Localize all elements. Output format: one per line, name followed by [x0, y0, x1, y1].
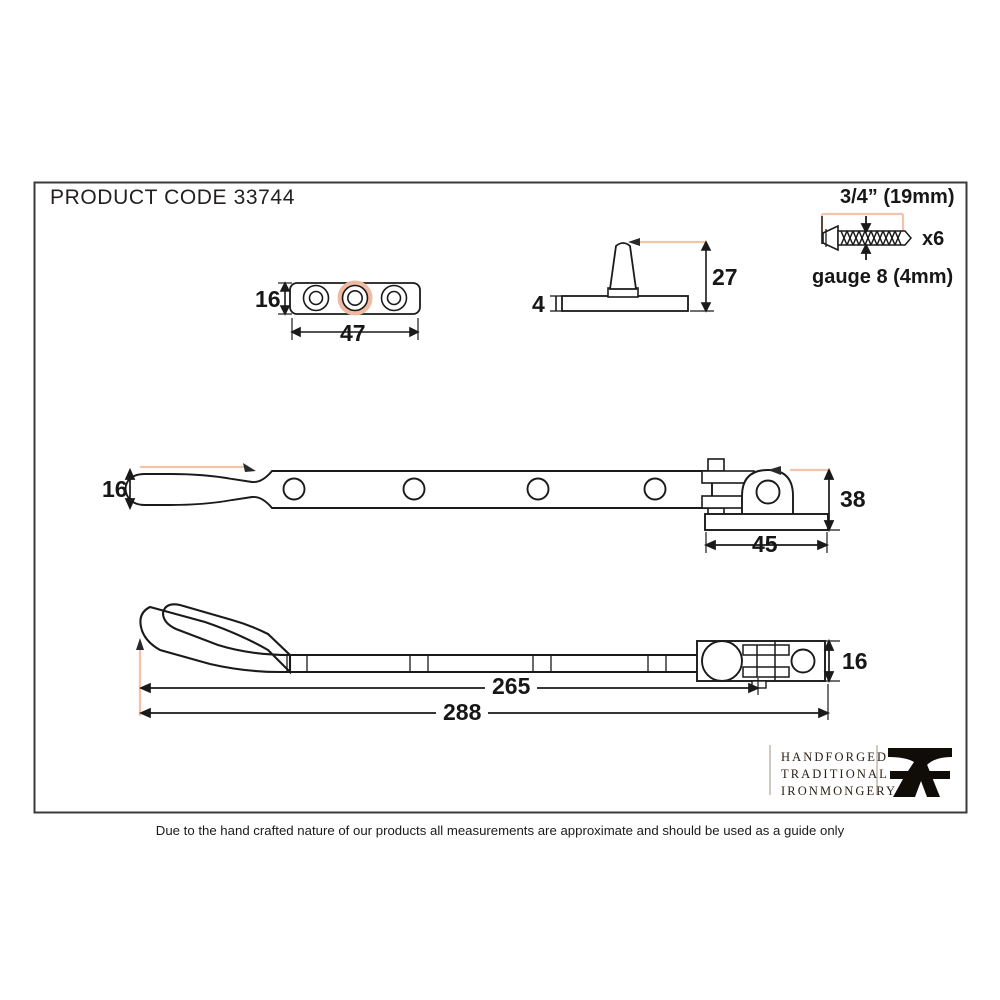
stay-arm-width-leader	[140, 463, 256, 472]
side-knuckle-hole	[790, 648, 816, 674]
logo-line-2: TRADITIONAL	[781, 767, 889, 781]
side-tip-extension	[136, 638, 144, 716]
anvil-a-icon	[888, 748, 952, 797]
screw-callout-group	[820, 212, 912, 260]
length-265-label: 265	[485, 673, 538, 700]
pin-stud	[608, 242, 638, 290]
pivot-bracket	[704, 469, 829, 531]
pin-detail-group	[550, 238, 714, 313]
pin-height-label: 27	[712, 264, 738, 290]
side-knuckle-boss	[701, 640, 743, 682]
length-265-dim	[138, 678, 761, 695]
keep-plate-width-dim	[290, 318, 420, 340]
pin-base-plate	[561, 295, 689, 312]
screw-gauge-arrows	[860, 216, 872, 260]
stay-arm-plan-group	[124, 458, 840, 553]
bracket-width-dim	[703, 532, 830, 553]
keep-plate-width-label: 47	[340, 320, 366, 346]
length-288-label: 288	[436, 699, 489, 726]
bracket-height-leader	[768, 466, 828, 475]
keep-plate-height-dim	[278, 281, 292, 316]
pin-thickness-dim	[550, 295, 562, 312]
stay-arm-plan-holes	[282, 477, 667, 501]
side-end-height-label: 16	[842, 648, 868, 674]
pin-height-dim	[690, 240, 714, 313]
screw-icon	[822, 224, 912, 252]
screw-head	[822, 224, 839, 252]
keep-plate-group	[278, 280, 421, 340]
side-end-height-dim	[820, 638, 840, 684]
logo-line-3: IRONMONGERY	[781, 784, 898, 798]
pin-thickness-label: 4	[532, 291, 545, 317]
screw-threads	[840, 230, 902, 246]
keep-plate-height-label: 16	[255, 286, 281, 312]
screw-gauge-label: gauge 8 (4mm)	[812, 266, 954, 288]
page-title: PRODUCT CODE 33744	[50, 186, 295, 209]
stay-arm-side-group	[136, 603, 840, 720]
bracket-height-label: 38	[840, 486, 866, 512]
bracket-width-label: 45	[752, 531, 778, 557]
bracket-height-dim	[818, 467, 840, 533]
keep-plate-hole-highlight	[337, 280, 373, 316]
pivot-hole	[755, 479, 781, 505]
stay-arm-side-knuckle	[696, 640, 826, 689]
stay-arm-width-dim	[124, 467, 136, 511]
stay-arm-side-body	[139, 603, 702, 675]
logo-line-1: HANDFORGED	[781, 750, 889, 764]
pin-top-leader	[628, 238, 705, 246]
footer-disclaimer: Due to the hand crafted nature of our pr…	[155, 823, 845, 838]
brand-logo-group	[761, 738, 955, 800]
pivot-base-plate	[704, 513, 829, 531]
stay-arm-side-ticks	[286, 656, 667, 671]
screw-length-label: 3/4” (19mm)	[840, 186, 955, 208]
screw-quantity-label: x6	[922, 228, 945, 250]
stay-arm-width-label: 16	[102, 476, 128, 502]
keep-plate-holes	[302, 284, 408, 312]
